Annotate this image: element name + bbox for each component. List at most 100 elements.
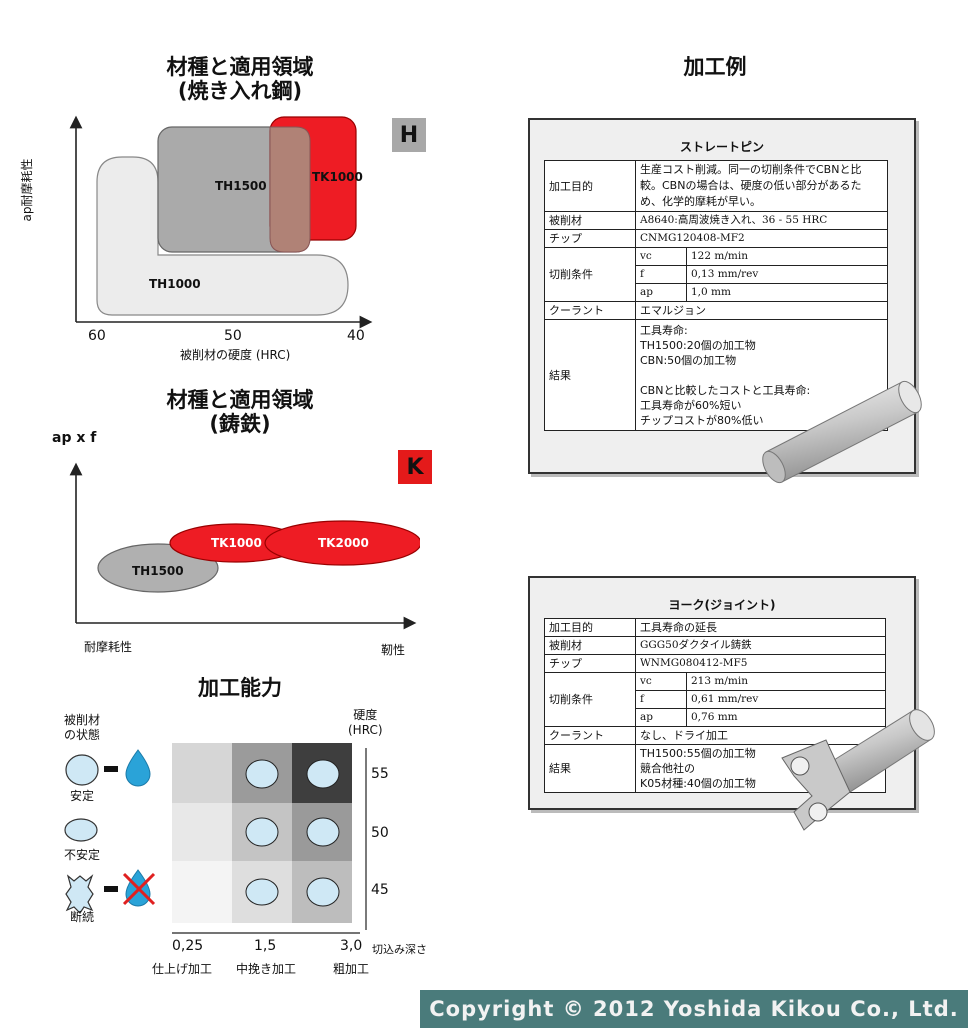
dash-icon-2 [104, 886, 118, 892]
result-line: TH1500:20個の加工物 [640, 338, 756, 352]
result-line: CBN:50個の加工物 [640, 353, 737, 367]
table-row: 切削条件 vc 122 m/min [544, 247, 888, 302]
hardness-50: 50 [371, 825, 389, 841]
yoke-hole-icon [790, 756, 810, 776]
castiron-y-axis-label: ap x f [52, 430, 97, 446]
coolant-label: クーラント [544, 301, 636, 320]
grade-label-th1500: TH1500 [215, 179, 267, 193]
cell-r2-c1 [172, 803, 232, 861]
vc-symbol: vc [635, 672, 687, 691]
hardened-y-axis-label: ap耐摩耗性 [20, 158, 34, 222]
chip-label: チップ [544, 229, 636, 248]
result-line: CBNと比較したコストと工具寿命: [640, 383, 811, 397]
purpose-line: め、化学的摩耗が早い。 [640, 195, 761, 208]
stable-state-icon [65, 754, 99, 786]
result-line: TH1500:55個の加工物 [640, 747, 756, 760]
castiron-title: 材種と適用領域 (鋳鉄) [120, 388, 360, 436]
no-coolant-cross-icon-b [122, 872, 156, 906]
hardened-x-axis-label: 被削材の硬度 (HRC) [180, 348, 291, 362]
purpose-label: 加工目的 [544, 160, 636, 212]
pin-end-icon [898, 380, 922, 414]
result-line: 競合他社の [640, 762, 695, 775]
x-tick-60: 60 [88, 328, 106, 344]
state-header-line2: の状態 [64, 728, 101, 742]
x-tick-50: 50 [224, 328, 242, 344]
state-header: 被削材 の状態 [64, 713, 100, 743]
purpose-line: 較。CBNの場合は、硬度の低い部分があるた [640, 179, 862, 192]
ap-symbol: ap [635, 708, 687, 727]
yoke-shaft-end-icon [909, 709, 935, 741]
depth-30: 3,0 [340, 938, 363, 954]
depth-025: 0,25 [172, 938, 204, 954]
coolant-label: クーラント [544, 726, 636, 745]
tk2000-castiron-region [264, 520, 420, 566]
pin-body-icon [765, 381, 919, 483]
hardness-header: 硬度 (HRC) [348, 708, 383, 738]
examples-title: 加工例 [683, 55, 747, 79]
coolant-value: エマルジョン [635, 301, 888, 320]
depth-header: 切込み深さ [372, 943, 427, 956]
f-symbol: f [635, 690, 687, 709]
material-label: 被削材 [544, 636, 636, 655]
ap-symbol: ap [635, 283, 687, 302]
ap-value: 1,0 mm [686, 283, 888, 302]
hardened-title: 材種と適用領域 (焼き入れ鋼) [120, 55, 360, 103]
hardened-title-line2: (焼き入れ鋼) [177, 79, 303, 103]
unstable-state-icon [64, 818, 98, 842]
depth-label-roughing: 粗加工 [333, 962, 370, 976]
table-row: クーラント エマルジョン [544, 301, 888, 320]
material-value: A8640:高周波焼き入れ、36 - 55 HRC [635, 211, 888, 230]
table-row: ap 1,0 mm [545, 283, 888, 302]
grade-label-th1500-castiron: TH1500 [132, 564, 184, 578]
castiron-x-right-label: 靭性 [381, 643, 406, 657]
copyright-banner: Copyright © 2012 Yoshida Kikou Co., Ltd. [420, 990, 968, 1028]
cond-label: 切削条件 [544, 672, 636, 727]
grade-label-tk1000: TK1000 [312, 170, 363, 184]
vc-value: 122 m/min [686, 247, 888, 266]
result-label: 結果 [544, 319, 636, 431]
state-unstable-label: 不安定 [64, 848, 101, 862]
table-row: チップ CNMG120408-MF2 [544, 229, 888, 248]
insert-icon [245, 878, 279, 906]
result-line: チップコストが80%低い [640, 413, 764, 427]
dash-icon [104, 766, 118, 772]
material-label: 被削材 [544, 211, 636, 230]
yoke-title: ヨーク(ジョイント) [668, 598, 776, 612]
vc-symbol: vc [635, 247, 687, 266]
castiron-x-left-label: 耐摩耗性 [84, 640, 133, 654]
x-tick-40: 40 [347, 328, 365, 344]
castiron-chart [69, 462, 420, 630]
table-row: チップ WNMG080412-MF5 [544, 654, 886, 673]
badge-h: H [392, 118, 426, 152]
cell-r1-c1 [172, 743, 232, 803]
interrupted-state-icon [65, 874, 94, 914]
insert-icon [306, 817, 340, 847]
state-header-line1: 被削材 [64, 713, 101, 727]
yoke-hole-icon [808, 802, 828, 822]
straight-pin-card: ストレートピン 加工目的 生産コスト削減。同一の切削条件でCBNと比 較。CBN… [528, 118, 916, 474]
table-row: ap 0,76 mm [545, 708, 886, 727]
insert-icon [245, 759, 279, 789]
table-row: f 0,13 mm/rev [545, 265, 888, 284]
coolant-value: なし、ドライ加工 [635, 726, 886, 745]
state-interrupted-label: 断続 [70, 910, 95, 924]
badge-k: K [398, 450, 432, 484]
chip-value: CNMG120408-MF2 [635, 229, 888, 248]
f-symbol: f [635, 265, 687, 284]
hardened-title-line1: 材種と適用領域 [166, 55, 314, 79]
yoke-illustration [781, 709, 935, 831]
material-value: GGG50ダクタイル鋳鉄 [635, 636, 886, 655]
vc-value: 213 m/min [686, 672, 886, 691]
table-row: 被削材 GGG50ダクタイル鋳鉄 [544, 636, 886, 655]
straight-pin-table: 加工目的 生産コスト削減。同一の切削条件でCBNと比 較。CBNの場合は、硬度の… [544, 160, 888, 431]
table-row: 加工目的 生産コスト削減。同一の切削条件でCBNと比 較。CBNの場合は、硬度の… [544, 160, 888, 212]
result-line: 工具寿命が60%短い [640, 398, 742, 412]
hardness-45: 45 [371, 882, 389, 898]
chip-label: チップ [544, 654, 636, 673]
straight-pin-title: ストレートピン [679, 140, 764, 154]
insert-icon [306, 877, 340, 907]
castiron-title-line2: (鋳鉄) [209, 412, 271, 436]
pin-end-icon [762, 450, 786, 484]
purpose-label: 加工目的 [544, 618, 636, 637]
coolant-drop-icon [125, 749, 151, 787]
